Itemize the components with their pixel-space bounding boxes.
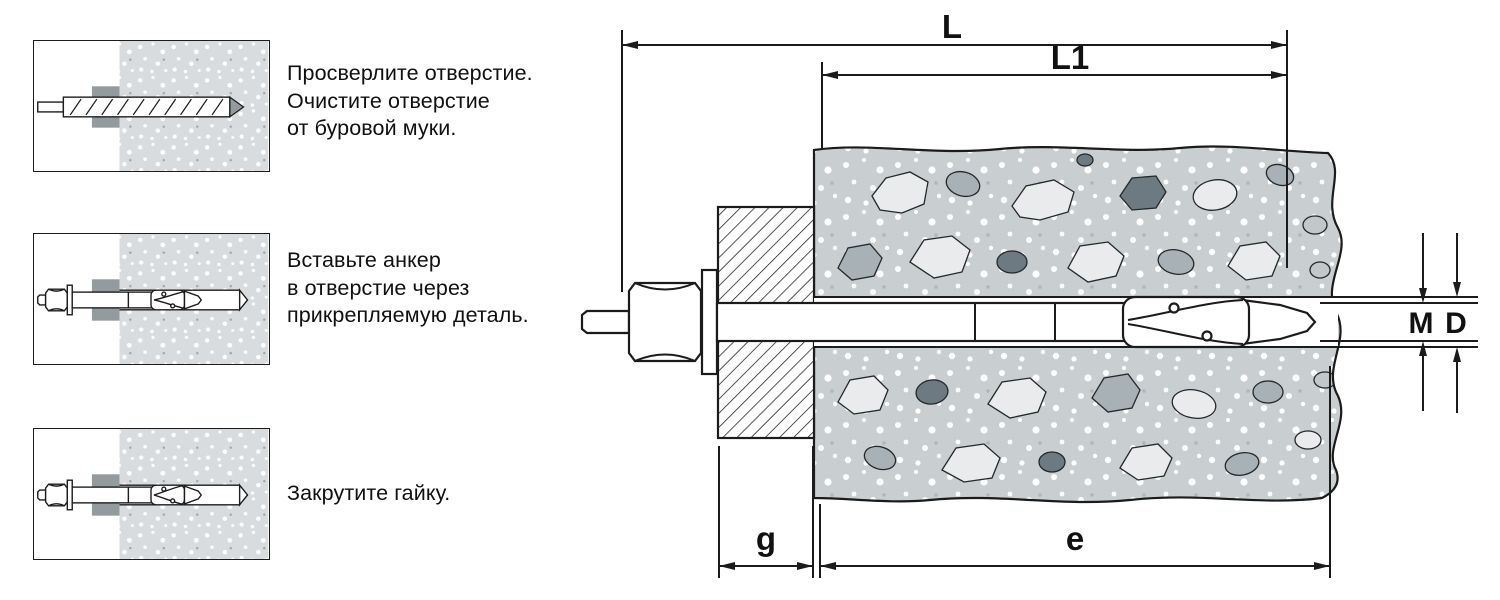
anchor-bolt-icon xyxy=(37,479,203,511)
dimension-M: M xyxy=(1409,233,1434,411)
step2-caption: Вставьте анкер в отверстие через прикреп… xyxy=(287,248,529,327)
dim-label-L: L xyxy=(942,8,962,45)
step3-caption: Закрутите гайку. xyxy=(287,481,451,505)
tighten-nut-illustration xyxy=(37,429,269,559)
insert-anchor-illustration xyxy=(37,234,269,364)
dim-label-g: g xyxy=(756,520,776,557)
dimension-L1: L1 xyxy=(821,39,1287,150)
step1-illustration-panel xyxy=(33,40,270,172)
anchor-bolt-icon xyxy=(37,284,203,316)
cone-tip xyxy=(1240,298,1317,346)
dimension-L: L xyxy=(621,8,1288,292)
dim-label-D: D xyxy=(1445,307,1467,340)
washer xyxy=(700,268,719,376)
thread-end xyxy=(580,309,631,335)
anchor-shaft xyxy=(715,301,1127,343)
anchor-section-diagram: L L1 M D xyxy=(580,8,1478,578)
expansion-clip xyxy=(1121,295,1251,349)
anchor-bolt xyxy=(580,268,1478,376)
dimension-D: D xyxy=(1445,233,1467,413)
dimension-e: e xyxy=(819,366,1331,578)
step3-illustration-panel xyxy=(33,428,270,560)
drill-bit-icon xyxy=(37,96,231,118)
drill-hole-illustration xyxy=(37,41,269,171)
step2-illustration-panel xyxy=(33,233,270,365)
step1-caption: Просверлите отверстие. Очистите отверсти… xyxy=(287,61,533,140)
dimension-g: g xyxy=(718,446,814,578)
dim-label-L1: L1 xyxy=(1051,39,1090,76)
dim-label-M: M xyxy=(1409,307,1434,340)
hex-nut xyxy=(627,281,703,363)
dim-label-e: e xyxy=(1066,520,1084,557)
aggregate-stones xyxy=(837,153,1337,483)
